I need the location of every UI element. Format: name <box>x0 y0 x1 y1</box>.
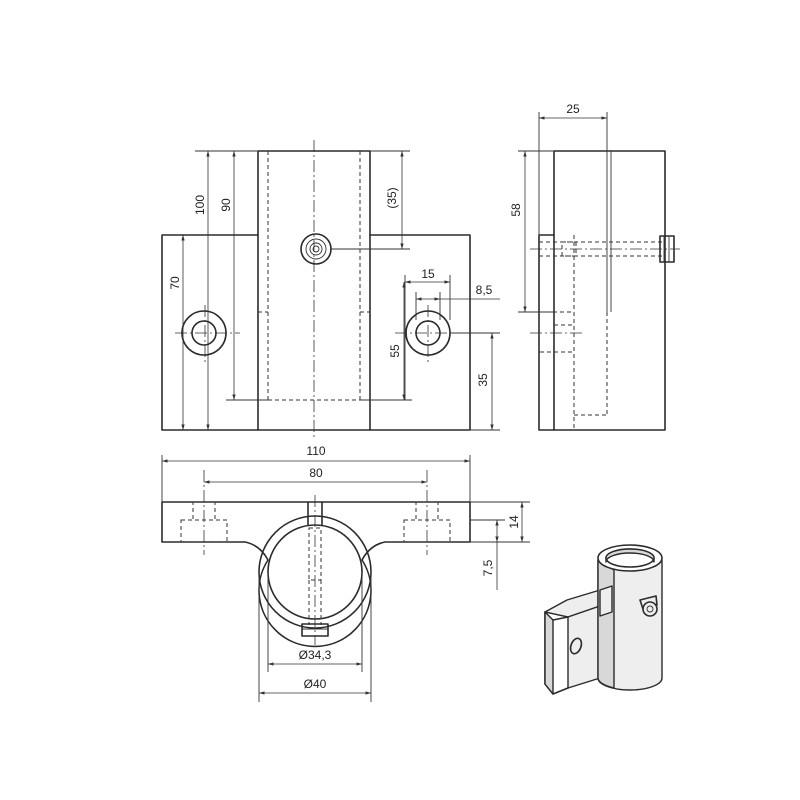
dim-dia-40: Ø40 <box>304 677 327 691</box>
dim-70: 70 <box>168 276 182 290</box>
dim-90: 90 <box>219 198 233 212</box>
top-outline <box>161 501 471 648</box>
screw-head <box>300 233 332 265</box>
dim-7-5: 7,5 <box>481 559 495 576</box>
side-outline <box>538 150 666 431</box>
isometric-view <box>544 544 663 695</box>
dim-110: 110 <box>306 444 325 458</box>
dim-8-5: 8,5 <box>476 283 493 297</box>
iso-plate-front <box>544 605 601 689</box>
dim-35: 35 <box>476 373 490 387</box>
dim-dia-34-3: Ø34,3 <box>299 648 332 662</box>
dim-15: 15 <box>421 267 435 281</box>
dim-80: 80 <box>309 466 323 480</box>
dim-58: 58 <box>509 203 523 217</box>
top-view: 110 80 14 7,5 Ø34,3 Ø40 <box>161 444 530 702</box>
dim-14: 14 <box>507 515 521 529</box>
dim-100: 100 <box>193 195 207 215</box>
iso-plate-hole <box>569 637 583 655</box>
side-view: 25 58 <box>509 102 680 431</box>
dim-25: 25 <box>566 102 580 116</box>
dim-35-paren: (35) <box>385 187 399 208</box>
front-view: 100 90 70 (35) 15 8,5 55 35 <box>161 140 500 440</box>
dim-55: 55 <box>388 344 402 358</box>
